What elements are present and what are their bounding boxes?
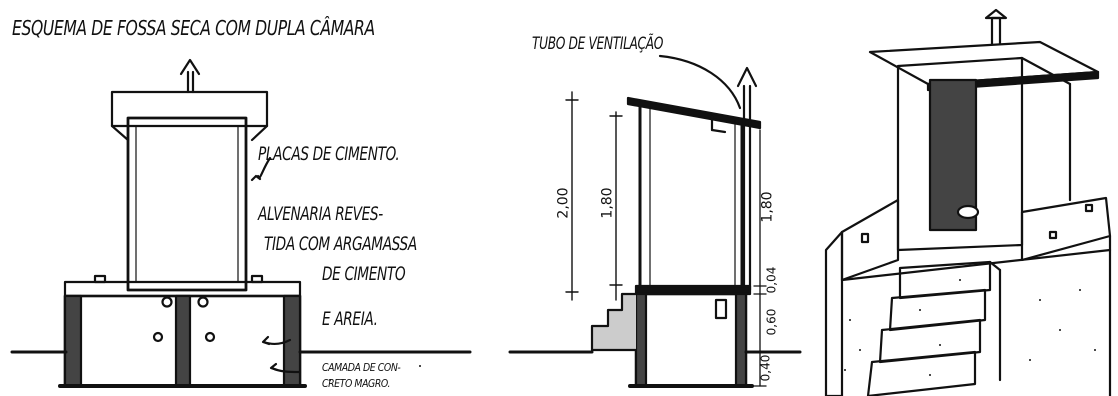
dim-040: 0,40 [758, 354, 773, 382]
dim-total: 2,00 [555, 187, 572, 219]
vent-arrow-left [179, 58, 201, 94]
stipple-texture [329, 279, 1096, 381]
chamber-hole-a [161, 296, 173, 308]
label-camada-1: CAMADA DE CON- [322, 361, 401, 374]
label-placas: PLACAS DE CIMENTO. [258, 143, 400, 165]
diagram-title: ESQUEMA DE FOSSA SECA COM DUPLA CÂMARA [12, 16, 375, 40]
chamber-middle [634, 292, 748, 388]
label-alvenaria-3: DE CIMENTO [322, 263, 406, 285]
label-tubo: TUBO DE VENTILAÇÃO [532, 34, 664, 54]
cabin-walls-left [126, 116, 248, 292]
label-alvenaria-2: TIDA COM ARGAMASSA [264, 233, 417, 255]
stairs-right [866, 260, 1002, 396]
dim-right: 1,80 [759, 191, 776, 223]
label-alvenaria-4: E AREIA. [322, 308, 378, 330]
dim-cabin: 1,80 [599, 187, 616, 219]
label-alvenaria-1: ALVENARIA REVES- [258, 203, 383, 225]
chamber-hole-b [197, 296, 209, 308]
roof-middle [626, 96, 762, 130]
label-camada-2: CRETO MAGRO. [322, 377, 391, 390]
roof-slab-left [110, 90, 269, 128]
steps-middle [590, 292, 638, 352]
dim-060: 0,60 [764, 308, 779, 336]
dim-004: 0,04 [764, 266, 779, 294]
